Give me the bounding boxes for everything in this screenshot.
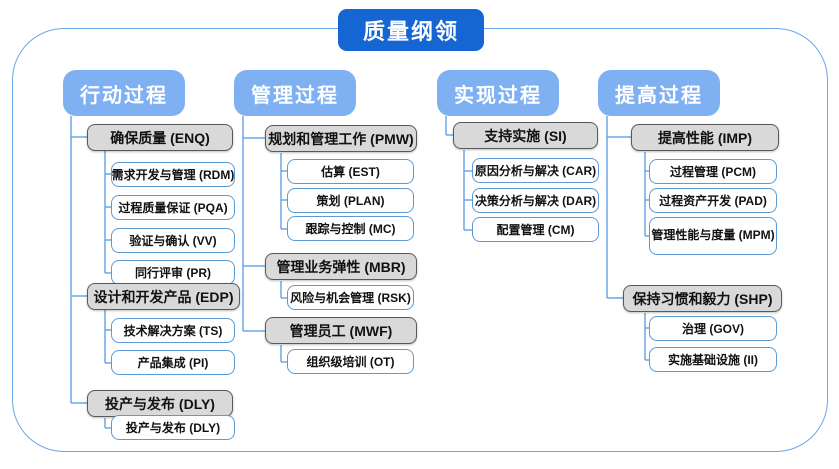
leaf-node-plan: 策划 (PLAN) — [287, 188, 414, 213]
leaf-node-ii: 实施基础设施 (II) — [649, 347, 777, 372]
leaf-node-dar: 决策分析与解决 (DAR) — [472, 188, 599, 213]
diagram-title: 质量纲领 — [338, 9, 484, 51]
column-header-management-process: 管理过程 — [234, 70, 356, 116]
group-node-edp: 设计和开发产品 (EDP) — [87, 283, 240, 310]
leaf-node-mpm: 管理性能与度量 (MPM) — [649, 217, 777, 255]
leaf-node-rsk: 风险与机会管理 (RSK) — [287, 285, 414, 310]
column-header-realization-process: 实现过程 — [437, 70, 559, 116]
leaf-node-vv: 验证与确认 (VV) — [111, 228, 235, 253]
leaf-node-est: 估算 (EST) — [287, 159, 414, 184]
leaf-node-ot: 组织级培训 (OT) — [287, 349, 414, 374]
leaf-node-pqa: 过程质量保证 (PQA) — [111, 195, 235, 220]
leaf-node-ts: 技术解决方案 (TS) — [111, 318, 235, 343]
leaf-node-pr: 同行评审 (PR) — [111, 260, 235, 285]
leaf-node-pi: 产品集成 (PI) — [111, 350, 235, 375]
leaf-node-pad: 过程资产开发 (PAD) — [649, 188, 777, 213]
leaf-node-rdm: 需求开发与管理 (RDM) — [111, 162, 235, 187]
group-node-enq: 确保质量 (ENQ) — [87, 124, 233, 151]
leaf-node-pcm: 过程管理 (PCM) — [649, 159, 777, 184]
group-node-shp: 保持习惯和毅力 (SHP) — [623, 285, 782, 312]
group-node-pmw: 规划和管理工作 (PMW) — [265, 125, 417, 152]
group-node-si: 支持实施 (SI) — [453, 122, 598, 149]
leaf-node-dly: 投产与发布 (DLY) — [111, 415, 235, 440]
group-node-mwf: 管理员工 (MWF) — [265, 317, 417, 344]
leaf-node-car: 原因分析与解决 (CAR) — [472, 158, 599, 183]
leaf-node-gov: 治理 (GOV) — [649, 316, 777, 341]
leaf-node-mc: 跟踪与控制 (MC) — [287, 216, 414, 241]
column-header-action-process: 行动过程 — [63, 70, 185, 116]
group-node-mbr: 管理业务弹性 (MBR) — [265, 253, 417, 280]
group-node-dly: 投产与发布 (DLY) — [87, 390, 233, 417]
leaf-node-cm: 配置管理 (CM) — [472, 217, 599, 242]
group-node-imp: 提高性能 (IMP) — [631, 124, 779, 151]
column-header-improvement-process: 提高过程 — [598, 70, 720, 116]
